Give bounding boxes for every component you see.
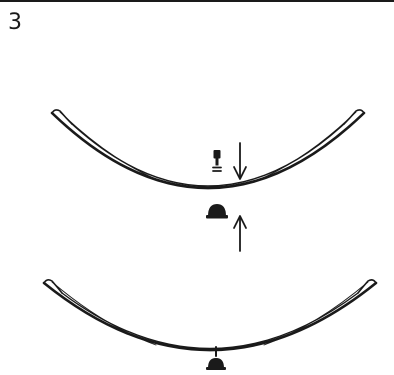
foot-cap-icon <box>206 204 228 219</box>
top-rule <box>0 0 394 2</box>
arrow-up-icon <box>233 215 247 252</box>
curved-base-upper <box>50 109 366 190</box>
screw-icon <box>212 150 222 172</box>
step-number: 3 <box>8 10 22 35</box>
arrow-down-icon <box>233 142 247 180</box>
assembled-foot-icon <box>206 346 226 370</box>
curved-base-lower <box>42 279 378 352</box>
